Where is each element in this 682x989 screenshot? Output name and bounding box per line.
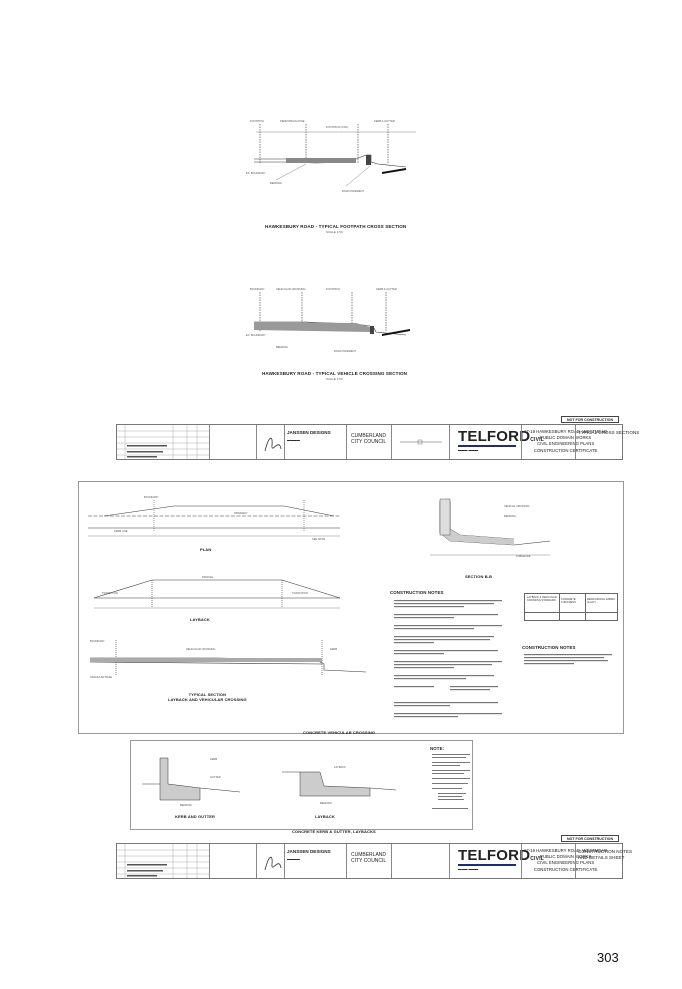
drawing2-scale: SCALE 1:50: [326, 377, 343, 381]
section-bb-drawing: VEHICLE CROSSING BEDDING SUBGRADE: [430, 498, 551, 558]
note-title: NOTE:: [430, 746, 445, 751]
svg-text:BOUNDARY: BOUNDARY: [250, 287, 265, 291]
svg-text:ROAD PAVEMENT: ROAD PAVEMENT: [334, 349, 357, 353]
kerb-gutter-caption: CONCRETE KERB & GUTTER, LAYBACKS: [292, 829, 376, 834]
kerb-and-gutter-label: KERB AND GUTTER: [175, 814, 216, 819]
vehicular-crossing-panel: [78, 481, 624, 734]
title-block-sheet2: JANSSEN DESIGNS ▬▬▬▬ CUMBERLAND CITY COU…: [116, 843, 632, 879]
svg-text:GRANULAR BASE: GRANULAR BASE: [90, 675, 112, 679]
svg-text:EX. BOUNDARY: EX. BOUNDARY: [246, 171, 266, 175]
svg-text:FOOTPATH: FOOTPATH: [250, 119, 264, 123]
kerb-gutter-panel: [130, 740, 473, 830]
construction-notes2-title: CONSTRUCTION NOTES: [522, 645, 576, 650]
svg-text:VEHICLE CROSSING: VEHICLE CROSSING: [504, 504, 530, 508]
svg-text:ROAD PAVEMENT: ROAD PAVEMENT: [342, 189, 365, 193]
svg-text:VEHICULAR CROSSING: VEHICULAR CROSSING: [186, 647, 215, 651]
svg-text:TRANSITION: TRANSITION: [102, 591, 118, 595]
svg-text:PROFILE: PROFILE: [202, 575, 213, 579]
svg-text:LAYBACK: LAYBACK: [334, 765, 346, 769]
svg-text:VEHICULAR CROSSING: VEHICULAR CROSSING: [276, 287, 305, 291]
sheet-title-2: CONSTRUCTION NOTES AND DETAILS SHEET: [578, 849, 633, 860]
typical-section-label: TYPICAL SECTION LAYBACK AND VEHICULAR CR…: [168, 692, 247, 702]
svg-text:PEDESTRIAN ZONE: PEDESTRIAN ZONE: [280, 119, 305, 123]
signature-icon-2: [264, 856, 282, 871]
not-for-construction-stamp: NOT FOR CONSTRUCTION: [561, 416, 619, 423]
vehicle-crossing-section-drawing: BOUNDARY VEHICULAR CROSSING FOOTPATH KERB …: [246, 287, 410, 353]
svg-text:FOOTPATH: FOOTPATH: [326, 287, 340, 291]
svg-text:BEDDING: BEDDING: [276, 345, 288, 349]
council-name-2: CUMBERLAND CITY COUNCIL: [351, 852, 387, 864]
svg-text:DRIVEWAY: DRIVEWAY: [234, 511, 248, 515]
svg-text:TRANSITION: TRANSITION: [292, 591, 308, 595]
drawing1-title: HAWKESBURY ROAD - TYPICAL FOOTPATH CROSS…: [265, 224, 407, 229]
page-number: 303: [597, 950, 619, 965]
layback2-drawing: LAYBACK BEDDING: [282, 765, 397, 805]
svg-text:KERB: KERB: [330, 647, 337, 651]
revision-table: [117, 425, 209, 459]
signature-icon: [264, 437, 282, 452]
company-logo: TELFORDCIVIL: [458, 428, 545, 445]
construction-notes-title: CONSTRUCTION NOTES: [390, 590, 444, 595]
note-text: [432, 754, 470, 809]
svg-text:SEE NOTE: SEE NOTE: [312, 537, 325, 541]
svg-text:BOUNDARY: BOUNDARY: [90, 639, 105, 643]
company-logo-2: TELFORDCIVIL: [458, 847, 545, 864]
svg-text:KERB: KERB: [210, 757, 217, 761]
project-description: 17-19 HAWKESBURY ROAD, WESTMEAD PUBLIC D…: [524, 429, 608, 453]
svg-text:BEDDING: BEDDING: [180, 803, 192, 807]
svg-text:SUBGRADE: SUBGRADE: [516, 554, 531, 558]
project-description-2: 17-19 HAWKESBURY ROAD, WESTMEAD PUBLIC D…: [524, 848, 608, 872]
svg-text:BEDDING: BEDDING: [504, 514, 516, 518]
svg-text:BOUNDARY: BOUNDARY: [144, 495, 159, 499]
layback-drawing: PROFILE TRANSITION TRANSITION: [93, 575, 341, 609]
plan-drawing: BOUNDARY DRIVEWAY KERB LINE SEE NOTE: [88, 495, 340, 541]
svg-text:GUTTER: GUTTER: [210, 775, 221, 779]
layback-label: LAYBACK: [190, 617, 210, 622]
drawing1-scale: SCALE 1:50: [326, 230, 343, 234]
svg-text:KERB & GUTTER: KERB & GUTTER: [374, 119, 395, 123]
construction-notes2-text: [524, 654, 612, 665]
council-name: CUMBERLAND CITY COUNCIL: [351, 433, 387, 445]
drawing2-title: HAWKESBURY ROAD - TYPICAL VEHICLE CROSSI…: [262, 371, 408, 376]
svg-text:KERB & GUTTER: KERB & GUTTER: [376, 287, 397, 291]
layback-standards-table: LAYBACK & VEHICULAR CROSSING STANDARD CO…: [524, 593, 618, 621]
title-block-sheet1: JANSSEN DESIGNS ▬▬▬▬ CUMBERLAND CITY COU…: [116, 424, 639, 460]
section-bb-label: SECTION B-B: [465, 574, 493, 579]
svg-text:KERB LINE: KERB LINE: [114, 529, 128, 533]
kerb-and-gutter-drawing: KERB GUTTER BEDDING: [142, 757, 241, 807]
designer-name-2: JANSSEN DESIGNS: [287, 849, 331, 854]
svg-text:EX. BOUNDARY: EX. BOUNDARY: [246, 333, 266, 337]
construction-notes-text: [394, 600, 502, 718]
footpath-cross-section-drawing: FOOTPATH PEDESTRIAN ZONE FOOTPATH (4.5%) K…: [246, 119, 416, 193]
not-for-construction-stamp-2: NOT FOR CONSTRUCTION: [561, 835, 619, 842]
svg-text:BEDDING: BEDDING: [320, 801, 332, 805]
layback2-label: LAYBACK: [315, 814, 335, 819]
vehicular-crossing-caption: CONCRETE VEHICULAR CROSSING: [303, 730, 376, 735]
svg-text:FOOTPATH (4.5%): FOOTPATH (4.5%): [326, 125, 348, 129]
revision-table-2: [117, 844, 209, 878]
typical-section-drawing: BOUNDARY VEHICULAR CROSSING KERB GRANULAR B…: [89, 639, 367, 679]
sheet-title: TYPICAL CROSS SECTIONS: [578, 430, 640, 435]
plan-label: PLAN: [200, 547, 212, 552]
designer-name: JANSSEN DESIGNS: [287, 430, 331, 435]
svg-text:BEDDING: BEDDING: [270, 181, 282, 185]
